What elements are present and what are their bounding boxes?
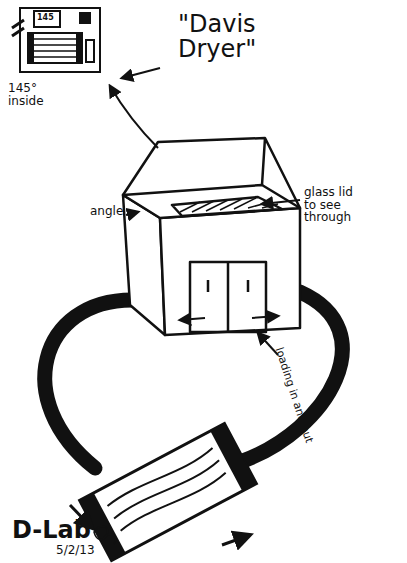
solar-collector [80, 423, 257, 560]
glass-note: glass lid to see through [304, 186, 360, 224]
drawer-edge [28, 33, 33, 63]
air-tube [45, 300, 132, 468]
small-dryer-sketch [12, 8, 100, 72]
drawer-lines [32, 39, 78, 57]
loading-doors [190, 262, 266, 332]
dryer-box [123, 138, 300, 335]
control-knob [80, 13, 90, 23]
title-label: "Davis Dryer" [178, 12, 288, 62]
glass-pointer [262, 200, 300, 204]
collector-end [210, 423, 256, 491]
signature: D-Lab [12, 518, 102, 543]
box-top [123, 185, 300, 218]
lid-frame [123, 138, 300, 208]
drawer-outline [28, 33, 82, 63]
date-label: 5/2/13 [56, 544, 116, 557]
glass-lid [172, 197, 282, 216]
side-panel [86, 40, 94, 62]
glass-hatching [180, 198, 278, 212]
temperature-display [34, 11, 60, 27]
drawer-edge [77, 33, 82, 63]
angle-pointer [126, 212, 138, 215]
small-dryer-body [20, 8, 100, 72]
flow-arrow [222, 535, 250, 545]
door-arrow [252, 316, 278, 318]
box-front [160, 208, 300, 335]
door-split [208, 262, 248, 332]
side-marks [12, 20, 24, 36]
angle-label: angle [90, 205, 140, 218]
loading-note: loading in and out [273, 346, 315, 444]
heart-doodle [94, 526, 116, 544]
collector-frame [80, 423, 257, 560]
temperature-note: 145° inside [8, 82, 60, 107]
door-arrow [180, 318, 205, 320]
display-reading: 145 [37, 14, 59, 22]
title-pointer [122, 68, 160, 78]
collector-coils [106, 448, 227, 532]
curved-arrow [110, 86, 158, 148]
